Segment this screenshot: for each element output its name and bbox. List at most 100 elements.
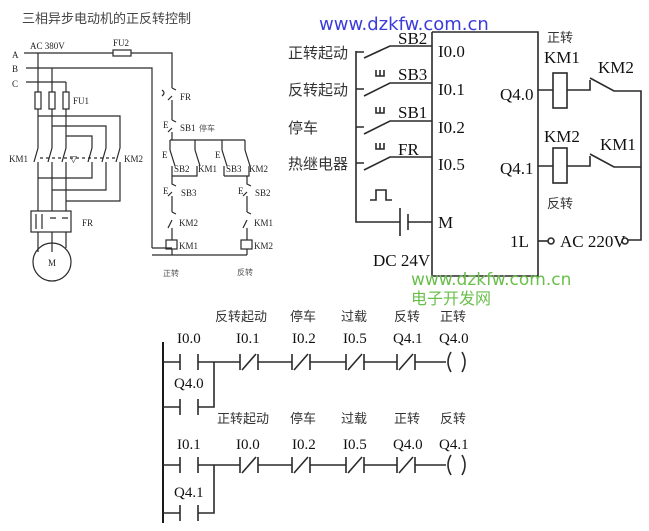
rung2-nc-contact-2 — [291, 456, 346, 474]
interlock-symbol: ▽ — [70, 154, 77, 164]
right-interlock-contact-label: KM1 — [254, 218, 273, 228]
ac-supply-label: AC 220V — [560, 232, 626, 251]
rung2-nc-contact-4 — [396, 456, 446, 474]
fuse-feeders — [37, 53, 67, 92]
rung1-contact4-address: Q4.1 — [393, 331, 423, 347]
watermark-url-top: www.dzkfw.com.cn — [319, 14, 489, 35]
fu1-fuse-c — [62, 91, 70, 110]
forward-caption: 正转 — [163, 268, 179, 278]
rung1-contact3-address: I0.5 — [343, 331, 367, 347]
input-button-fr: FR — [398, 140, 419, 159]
input-address-i02: I0.2 — [438, 118, 465, 137]
fu2-label: FU2 — [113, 38, 129, 48]
left-interlock-button-label: SB3 — [181, 188, 197, 198]
output-interlock-km1: KM1 — [600, 135, 636, 154]
rung1-nc-contact-4 — [396, 353, 446, 371]
rung1-start-address: I0.0 — [177, 331, 201, 347]
output-q40-circuit — [538, 77, 642, 241]
coil-km1-symbol — [552, 72, 568, 109]
ladder-rung-2: I0.1 Q4.1 正转起动 I0.0 停车 I0.2 过载 I0.5 正转 Q… — [163, 411, 469, 521]
input-fr: 热继电器 FR I0.5 — [288, 140, 465, 174]
output-coil-km1: KM1 — [544, 48, 580, 67]
rung1-output-coil — [447, 351, 466, 373]
output-q41: Q4.1 KM2 KM1 反转 — [500, 127, 641, 212]
diagram-title: 三相异步电动机的正反转控制 — [22, 11, 191, 27]
km1-coil-label: KM1 — [179, 241, 198, 251]
left-interlock-contact-label: KM2 — [179, 218, 198, 228]
output-q41-circuit — [538, 153, 641, 168]
fr-power-label: FR — [82, 218, 93, 228]
km2-power-label: KM2 — [124, 154, 143, 164]
control-return-bus — [152, 249, 248, 256]
phase-c-label: C — [12, 79, 18, 89]
km2-coil-label: KM2 — [254, 241, 273, 251]
right-interlock-button-label: SB2 — [255, 188, 271, 198]
rung1-coil-comment: 正转 — [440, 310, 466, 325]
power-circuit: A B C AC 380V FU2 FU1 ▽ KM1 KM2 — [9, 38, 173, 282]
input-label-thermal-relay: 热继电器 — [288, 155, 348, 173]
rung2-start-no-contact — [163, 457, 240, 473]
left-start-contacts — [169, 140, 201, 167]
rung1-contact2-comment: 停车 — [290, 309, 316, 325]
rung2-coil-comment: 反转 — [440, 412, 466, 427]
input-address-i01: I0.1 — [438, 80, 465, 99]
input-button-sb3: SB3 — [398, 65, 427, 84]
plc-wiring: www.dzkfw.com.cn 正转起动 SB2 I0.0 反转起动 SB3 … — [288, 14, 642, 277]
km2-feed-a — [38, 115, 121, 148]
fr-nc-contact — [167, 87, 177, 120]
km2-hold-label: KM2 — [249, 164, 268, 174]
phase-a-label: A — [12, 50, 19, 60]
output-common-1l: 1L — [510, 232, 529, 251]
fr-heat-symbol — [161, 89, 165, 97]
sb1-label: SB1 — [180, 123, 196, 133]
input-label-stop: 停车 — [288, 119, 318, 137]
km1-main-contacts — [33, 147, 67, 200]
parallel-joins — [171, 166, 250, 177]
supply-380v-label: AC 380V — [30, 41, 65, 51]
output-interlock-km2: KM2 — [598, 58, 634, 77]
km1-power-label: KM1 — [9, 154, 28, 164]
left-km2-nc — [167, 211, 177, 240]
km2-coil — [240, 239, 253, 250]
output-caption-reverse: 反转 — [547, 197, 573, 212]
right-sb2-interlock — [242, 176, 252, 212]
fu2-fuse — [112, 49, 132, 57]
input-label-forward-start: 正转起动 — [288, 44, 348, 62]
km1-hold-label: KM1 — [198, 164, 217, 174]
output-coil-km2: KM2 — [544, 127, 580, 146]
output-address-q41: Q4.1 — [500, 159, 534, 178]
rung1-contact1-address: I0.1 — [236, 331, 260, 347]
rung1-nc-contact-3 — [345, 353, 397, 371]
km2-feed-b — [52, 125, 107, 148]
stop-caption: 停车 — [199, 123, 215, 133]
rung1-coil-address: Q4.0 — [439, 331, 469, 347]
rung1-start-no-contact — [163, 354, 240, 370]
rung2-contact4-address: Q4.0 — [393, 437, 423, 453]
rung2-contact3-address: I0.5 — [343, 437, 367, 453]
fr-wiring — [37, 200, 67, 252]
rung2-contact2-comment: 停车 — [290, 411, 316, 427]
ac-terminal-left — [547, 237, 555, 245]
fuse-outputs — [37, 109, 67, 148]
rung2-coil-address: Q4.1 — [439, 437, 469, 453]
branch-bus — [170, 139, 246, 150]
pushbutton-icon-2 — [375, 107, 385, 114]
right-km1-nc — [242, 211, 252, 240]
rung1-contact3-comment: 过载 — [341, 310, 367, 325]
sb1-push-icon: E — [163, 120, 169, 130]
fr-thermal-relay — [30, 210, 72, 233]
input-button-sb1: SB1 — [398, 103, 427, 122]
rung1-nc-contact-2 — [291, 353, 346, 371]
dc-battery — [399, 208, 432, 236]
fu1-fuse-b — [48, 91, 56, 110]
rung2-hold-no-contact — [163, 465, 215, 521]
fu1-fuse-a — [34, 91, 42, 110]
rung2-contact1-address: I0.0 — [236, 437, 260, 453]
km2-feed-c — [66, 135, 93, 148]
km2-main-contacts — [87, 147, 121, 163]
input-sb3: 反转起动 SB3 I0.1 — [288, 65, 465, 99]
reverse-caption: 反转 — [237, 267, 253, 277]
ac-terminal-right — [621, 237, 629, 245]
sb3-label: SB3 — [226, 164, 242, 174]
